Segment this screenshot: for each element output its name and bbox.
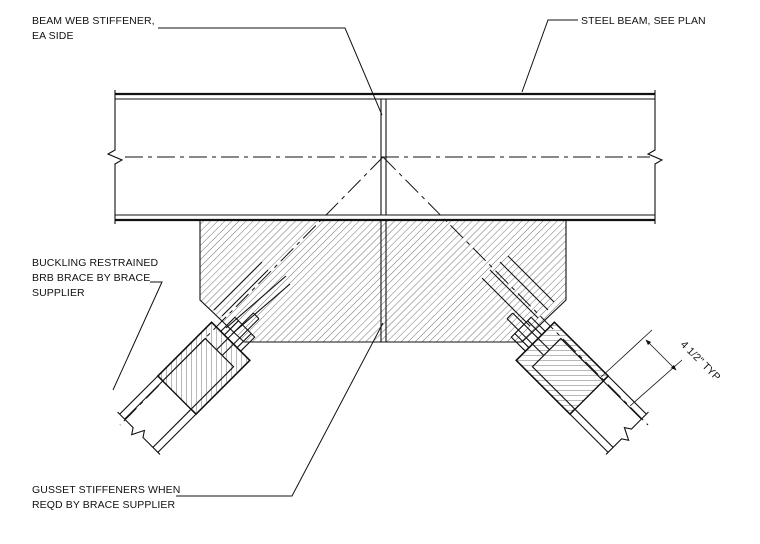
beam-web-stiffener-label-line-1: BEAM WEB STIFFENER,	[32, 15, 155, 27]
left-brb-brace	[117, 312, 260, 455]
right-brace-gusset-plates	[481, 255, 555, 327]
gusset-stiffeners-label-line-2: REQD BY BRACE SUPPLIER	[32, 499, 176, 511]
beam-web-stiffener	[380, 99, 387, 215]
gusset-stiffener	[380, 220, 387, 342]
steel-beam	[106, 90, 664, 224]
dimension-label: 4 1/2" TYP	[678, 339, 723, 384]
brb-brace-label-line-2: BRB BRACE BY BRACE	[32, 272, 150, 284]
brb-brace-label-line-3: SUPPLIER	[32, 287, 85, 299]
left-brace-gusset-plates	[213, 261, 291, 335]
leader-lines	[112, 19, 578, 497]
dimension-4-1-2-typ	[599, 329, 683, 407]
brb-brace-label-line-1: BUCKLING RESTRAINED	[32, 257, 158, 269]
beam-web-stiffener-label-line-2: EA SIDE	[32, 30, 74, 42]
steel-beam-label: STEEL BEAM, SEE PLAN	[581, 15, 706, 27]
gusset-stiffeners-label-line-1: GUSSET STIFFENERS WHEN	[32, 484, 180, 496]
right-brb-brace	[506, 312, 649, 455]
